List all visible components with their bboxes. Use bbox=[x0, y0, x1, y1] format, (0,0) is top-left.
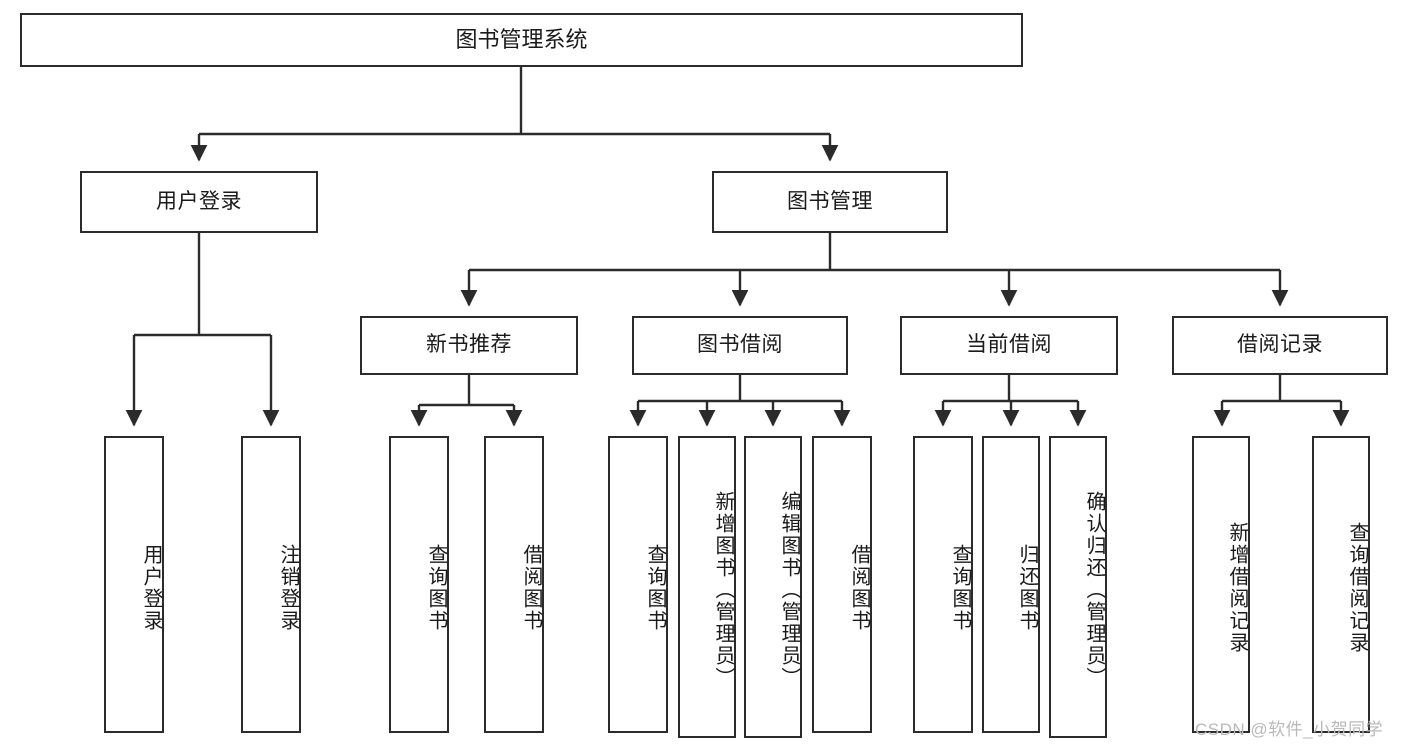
leaf-return-book-label: 归还图书 bbox=[1016, 543, 1038, 632]
leaf-add-book-admin[interactable]: 新增图书（管理员） bbox=[678, 436, 736, 738]
node-root-label: 图书管理系统 bbox=[455, 27, 588, 53]
leaf-query-borrow-record-label: 查询借阅记录 bbox=[1346, 521, 1368, 654]
node-book-borrow-label: 图书借阅 bbox=[697, 333, 783, 357]
leaf-edit-book-admin[interactable]: 编辑图书（管理员） bbox=[744, 436, 802, 738]
leaf-user-login-label: 用户登录 bbox=[140, 543, 162, 632]
leaf-query-book-borrow[interactable]: 查询图书 bbox=[608, 436, 668, 733]
leaf-edit-book-admin-label: 编辑图书（管理员） bbox=[778, 491, 800, 689]
node-book-management-label: 图书管理 bbox=[787, 189, 873, 213]
leaf-query-book-borrow-label: 查询图书 bbox=[644, 543, 666, 632]
leaf-confirm-return-admin[interactable]: 确认归还（管理员） bbox=[1049, 436, 1107, 738]
node-current-borrow[interactable]: 当前借阅 bbox=[900, 316, 1118, 375]
leaf-borrow-book[interactable]: 借阅图书 bbox=[812, 436, 872, 733]
leaf-add-borrow-record-label: 新增借阅记录 bbox=[1226, 521, 1248, 654]
csdn-watermark: CSDN @软件_小贺同学 bbox=[1195, 720, 1384, 739]
leaf-query-borrow-record[interactable]: 查询借阅记录 bbox=[1312, 436, 1370, 733]
leaf-borrow-book-label: 借阅图书 bbox=[848, 543, 870, 632]
node-user-login-label: 用户登录 bbox=[156, 189, 242, 213]
node-borrow-records-label: 借阅记录 bbox=[1237, 333, 1323, 357]
node-book-management[interactable]: 图书管理 bbox=[712, 171, 948, 233]
leaf-query-book-current[interactable]: 查询图书 bbox=[913, 436, 973, 733]
leaf-logout-label: 注销登录 bbox=[277, 543, 299, 632]
node-book-borrow[interactable]: 图书借阅 bbox=[632, 316, 848, 375]
node-user-login[interactable]: 用户登录 bbox=[80, 171, 318, 233]
node-root[interactable]: 图书管理系统 bbox=[20, 13, 1023, 67]
leaf-user-login[interactable]: 用户登录 bbox=[104, 436, 164, 733]
leaf-logout[interactable]: 注销登录 bbox=[241, 436, 301, 733]
node-borrow-records[interactable]: 借阅记录 bbox=[1172, 316, 1388, 375]
leaf-add-book-admin-label: 新增图书（管理员） bbox=[712, 491, 734, 689]
node-current-borrow-label: 当前借阅 bbox=[966, 333, 1052, 357]
leaf-query-book-newbook-label: 查询图书 bbox=[425, 543, 447, 632]
leaf-borrow-book-newbook[interactable]: 借阅图书 bbox=[484, 436, 544, 733]
node-new-book-recommend[interactable]: 新书推荐 bbox=[360, 316, 578, 375]
leaf-add-borrow-record[interactable]: 新增借阅记录 bbox=[1192, 436, 1250, 733]
leaf-confirm-return-admin-label: 确认归还（管理员） bbox=[1083, 491, 1105, 689]
leaf-return-book[interactable]: 归还图书 bbox=[982, 436, 1040, 733]
leaf-query-book-newbook[interactable]: 查询图书 bbox=[389, 436, 449, 733]
node-new-book-recommend-label: 新书推荐 bbox=[426, 333, 512, 357]
leaf-borrow-book-newbook-label: 借阅图书 bbox=[520, 543, 542, 632]
leaf-query-book-current-label: 查询图书 bbox=[949, 543, 971, 632]
